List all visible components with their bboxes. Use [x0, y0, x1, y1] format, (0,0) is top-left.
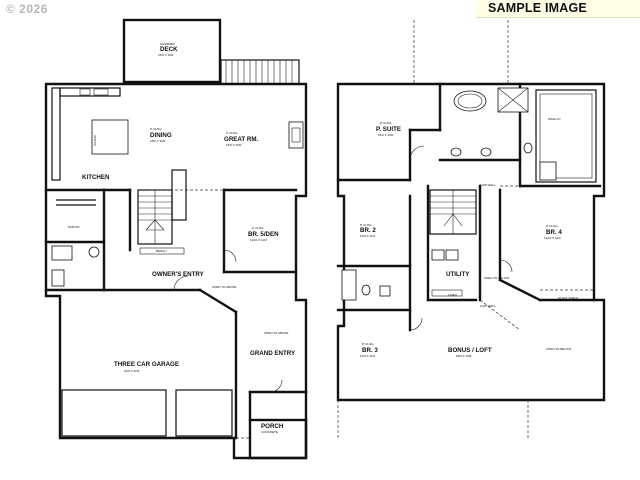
- upper-floor-plan: [336, 20, 606, 440]
- main-floor-plan: [44, 18, 308, 460]
- sample-image-text: SAMPLE IMAGE: [488, 1, 587, 15]
- fireplace: [288, 121, 304, 149]
- garage-door-single: [175, 389, 233, 437]
- sample-image-banner: SAMPLE IMAGE: [476, 0, 640, 18]
- copyright-watermark: © 2026: [6, 2, 48, 16]
- garage-door-double: [61, 389, 167, 437]
- walk-in-closet: [535, 89, 597, 183]
- upper-stairs: [429, 189, 477, 235]
- deck-outline: [122, 18, 222, 84]
- deck-stairs: [220, 59, 300, 85]
- upper-exterior-wall: [336, 82, 606, 402]
- porch-outline: [248, 418, 308, 460]
- main-stairs: [137, 189, 173, 245]
- kitchen-island: [91, 119, 129, 155]
